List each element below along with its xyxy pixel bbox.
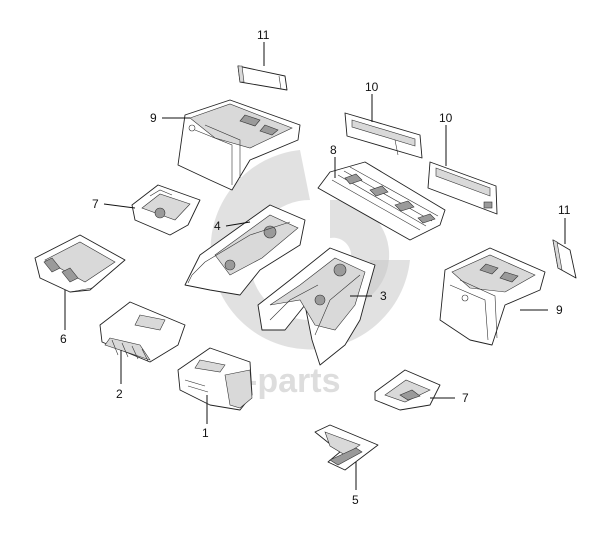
- part-10-left[interactable]: [344, 112, 423, 159]
- callout-5: 5: [352, 493, 359, 507]
- callout-7-upper: 7: [92, 197, 99, 211]
- part-6[interactable]: [34, 234, 126, 293]
- callout-4: 4: [214, 219, 221, 233]
- part-11-right[interactable]: [552, 239, 577, 279]
- part-9-upper[interactable]: [177, 99, 301, 191]
- part-2[interactable]: [99, 301, 186, 363]
- callout-1: 1: [202, 426, 209, 440]
- part-11-top[interactable]: [237, 65, 288, 91]
- part-4[interactable]: [184, 204, 306, 296]
- part-1[interactable]: [177, 347, 253, 411]
- callout-7-lower: 7: [462, 391, 469, 405]
- part-10-right[interactable]: [427, 161, 498, 215]
- callout-labels: 11 10 10 9 8 7 4 11 3 9 6 2 1 7 5: [60, 28, 571, 507]
- part-5[interactable]: [314, 424, 379, 471]
- callout-2: 2: [116, 387, 123, 401]
- part-8[interactable]: [317, 161, 446, 241]
- leader-lines: [64, 42, 566, 490]
- callout-11-right: 11: [558, 203, 571, 217]
- callout-11-top: 11: [257, 28, 270, 42]
- callout-9-upper: 9: [150, 111, 157, 125]
- callout-9-lower: 9: [556, 303, 563, 317]
- part-3[interactable]: [257, 247, 376, 366]
- part-7-lower[interactable]: [374, 369, 441, 411]
- part-9-lower[interactable]: [439, 247, 546, 346]
- callout-10-right: 10: [439, 111, 453, 125]
- callout-8: 8: [330, 143, 337, 157]
- callout-10-left: 10: [365, 80, 379, 94]
- part-7-upper[interactable]: [131, 184, 201, 236]
- callout-6: 6: [60, 332, 67, 346]
- callout-3: 3: [380, 289, 387, 303]
